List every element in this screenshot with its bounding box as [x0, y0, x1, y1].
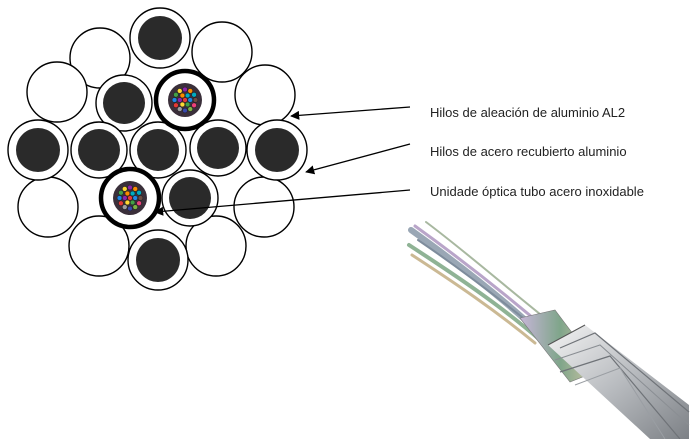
optical-fiber	[127, 184, 133, 191]
cable-photo	[407, 221, 690, 439]
aluminum-clad-steel-wires	[7, 7, 308, 291]
leader-lines	[154, 106, 411, 216]
arrow-steel-wires	[305, 143, 411, 175]
optical-fiber	[132, 204, 138, 210]
aluminum-wire	[68, 215, 130, 277]
optical-fiber	[116, 195, 123, 201]
optical-fiber	[127, 195, 133, 201]
aluminum-wire	[233, 176, 295, 238]
stranded-body	[547, 324, 690, 439]
aluminum-wire	[185, 215, 247, 277]
optical-fiber	[136, 190, 142, 196]
cable-cross-section	[7, 7, 308, 291]
optical-fiber	[182, 107, 188, 114]
optical-fiber	[185, 101, 191, 108]
optical-fiber	[187, 106, 193, 112]
fiber-bundle	[171, 86, 199, 114]
optical-fiber	[187, 88, 193, 94]
steel-wire	[70, 121, 128, 179]
optical-fiber	[182, 86, 188, 93]
optical-fiber	[122, 195, 128, 201]
optical-fiber	[124, 199, 131, 206]
optical-fiber	[124, 190, 131, 197]
arrow-optical-unit	[154, 189, 411, 216]
aluminum-wire	[234, 64, 296, 126]
optical-fiber	[191, 92, 197, 98]
steel-wire	[129, 121, 187, 179]
steel-wire	[95, 74, 153, 132]
optical-fiber	[122, 204, 128, 210]
optical-fiber	[171, 97, 178, 103]
optical-fiber	[179, 101, 186, 108]
optical-fiber	[127, 205, 133, 212]
steel-wire	[129, 7, 191, 69]
optical-fiber	[173, 92, 179, 98]
label-alloy-wires: Hilos de aleación de aluminio AL2	[430, 105, 625, 120]
aluminum-wire	[17, 176, 79, 238]
optical-fiber	[132, 195, 138, 201]
steel-wire	[127, 229, 189, 291]
optical-fiber	[118, 200, 124, 206]
aluminum-alloy-wires	[17, 21, 296, 277]
optical-fiber	[118, 190, 124, 196]
label-steel-wires: Hilos de acero recubierto aluminio	[430, 144, 627, 159]
label-optical-unit: Unidade óptica tubo acero inoxidable	[430, 184, 644, 199]
optical-fiber	[185, 92, 191, 99]
steel-wire	[189, 119, 247, 177]
optical-unit-top	[153, 68, 217, 132]
arrow-alloy-wires	[290, 106, 411, 120]
optical-fiber	[187, 97, 193, 103]
optical-fiber	[173, 102, 179, 108]
optical-fiber	[122, 186, 128, 192]
optical-fiber	[177, 88, 183, 94]
steel-wire	[161, 169, 219, 227]
optical-fiber	[182, 97, 188, 103]
optical-fiber	[137, 195, 144, 201]
optical-fiber	[130, 190, 136, 197]
aluminum-wire	[191, 21, 253, 83]
steel-wire	[246, 119, 308, 181]
optical-fiber	[136, 200, 142, 206]
optical-fiber	[177, 97, 183, 103]
optical-fiber	[192, 97, 199, 103]
optical-fiber	[191, 102, 197, 108]
optical-fiber	[177, 106, 183, 112]
optical-unit-bottom	[98, 166, 162, 230]
optical-fiber	[130, 199, 136, 206]
optical-fiber	[132, 186, 138, 192]
steel-wire	[7, 119, 69, 181]
optical-fiber	[179, 92, 186, 99]
fiber-bundle	[116, 184, 144, 212]
aluminum-wire	[26, 61, 88, 123]
